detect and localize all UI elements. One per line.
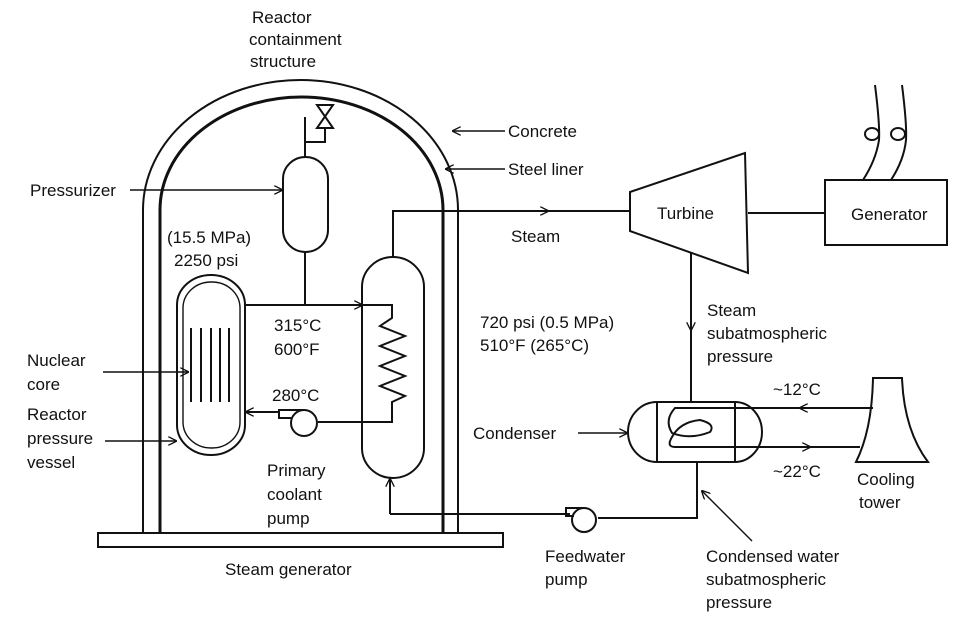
label-steam: Steam xyxy=(511,227,560,246)
label-primary-pressure-psi: 2250 psi xyxy=(174,251,238,270)
label-cooling-tower-1: Cooling xyxy=(857,470,915,489)
feedwater-pump-icon xyxy=(565,507,597,533)
label-cooling-in: ~12°C xyxy=(773,380,821,399)
nuclear-core-rods xyxy=(190,328,230,402)
label-exhaust-1: Steam xyxy=(707,301,756,320)
label-feedwater-pump-2: pump xyxy=(545,570,588,589)
label-concrete: Concrete xyxy=(508,122,577,141)
generator[interactable] xyxy=(824,179,948,246)
label-condensed-water-2: subatmospheric xyxy=(706,570,827,589)
label-primary-pressure-mpa: (15.5 MPa) xyxy=(167,228,251,247)
label-feedwater-pump-1: Feedwater xyxy=(545,547,626,566)
containment-structure xyxy=(97,79,504,548)
label-primary-pump-2: coolant xyxy=(267,485,322,504)
steam-line xyxy=(392,210,540,257)
label-cooling-out: ~22°C xyxy=(773,462,821,481)
label-generator: Generator xyxy=(851,205,928,224)
cooling-tower-icon xyxy=(854,377,930,463)
label-vessel-3: vessel xyxy=(27,453,75,472)
reactor-pressure-vessel xyxy=(176,274,246,456)
label-hot-leg-c: 315°C xyxy=(274,316,321,335)
label-primary-pump-3: pump xyxy=(267,509,310,528)
label-cooling-tower-2: tower xyxy=(859,493,901,512)
label-secondary-temp: 510°F (265°C) xyxy=(480,336,589,355)
label-containment-1: Reactor xyxy=(252,8,312,27)
base-slab xyxy=(97,532,504,548)
pressurizer xyxy=(282,104,335,305)
relief-valve-icon xyxy=(315,104,335,129)
concrete-wall xyxy=(142,79,459,533)
label-nuclear-core-2: core xyxy=(27,375,60,394)
label-secondary-pressure: 720 psi (0.5 MPa) xyxy=(480,313,614,332)
condenser-tube-loop xyxy=(667,407,745,448)
power-lines-icon xyxy=(862,84,908,181)
label-pressurizer: Pressurizer xyxy=(30,181,116,200)
label-condensed-water-1: Condensed water xyxy=(706,547,840,566)
condenser[interactable] xyxy=(627,401,763,463)
label-exhaust-3: pressure xyxy=(707,347,773,366)
steel-liner xyxy=(158,95,445,533)
label-condensed-water-3: pressure xyxy=(706,593,772,612)
label-cold-leg: 280°C xyxy=(272,386,319,405)
label-hot-leg-f: 600°F xyxy=(274,340,320,359)
label-vessel-1: Reactor xyxy=(27,405,87,424)
turbine[interactable] xyxy=(629,151,750,275)
label-containment-2: containment xyxy=(249,30,342,49)
label-steam-generator: Steam generator xyxy=(225,560,352,579)
label-nuclear-core-1: Nuclear xyxy=(27,351,86,370)
label-containment-3: structure xyxy=(250,52,316,71)
label-steel-liner: Steel liner xyxy=(508,160,584,179)
label-exhaust-2: subatmospheric xyxy=(707,324,828,343)
label-primary-pump-1: Primary xyxy=(267,461,326,480)
steam-generator xyxy=(361,256,425,479)
label-vessel-2: pressure xyxy=(27,429,93,448)
label-turbine: Turbine xyxy=(657,204,714,223)
primary-coolant-pump-icon xyxy=(278,409,318,437)
label-pointers xyxy=(103,131,753,542)
label-condenser: Condenser xyxy=(473,424,557,443)
